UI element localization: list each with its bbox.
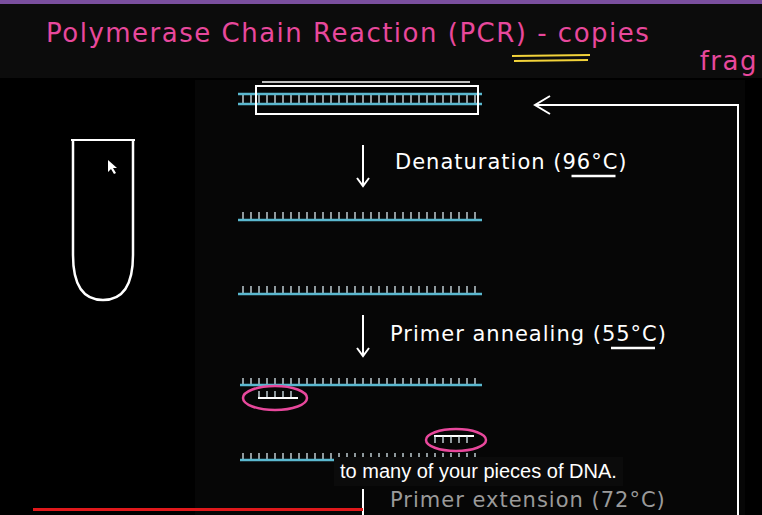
- pcr-underline: [514, 60, 588, 61]
- primer-circle: [243, 386, 307, 410]
- dna-strand: [238, 103, 482, 106]
- test-tube-rim: [71, 139, 135, 141]
- primer: [258, 397, 298, 399]
- step-label: Primer annealing (55°C): [390, 322, 667, 346]
- subtitle: to many of your pieces of DNA.: [334, 457, 623, 486]
- progress-bar: [33, 508, 363, 511]
- primer-rungs: [434, 436, 474, 443]
- step-arrow: [362, 315, 364, 355]
- canvas-panel: [195, 80, 745, 515]
- temp-underline: [611, 347, 655, 350]
- top-bar: [0, 0, 762, 4]
- primer-circle: [426, 429, 486, 451]
- header-ground: [0, 4, 762, 78]
- target-box: [256, 86, 478, 114]
- dna-rungs: [238, 94, 482, 104]
- dna-rungs: [238, 286, 482, 294]
- step-arrow: [362, 489, 364, 515]
- step-label: Primer extension (72°C): [390, 488, 666, 512]
- dna-strand: [238, 293, 482, 296]
- dna-rungs: [238, 212, 482, 220]
- title-text: Polymerase Chain Reaction (PCR) - copies: [46, 18, 650, 48]
- step-arrowhead: [357, 178, 369, 186]
- dna-strand: [238, 219, 482, 222]
- primer-rungs: [258, 391, 298, 398]
- step-label: Denaturation (96°C): [395, 150, 628, 174]
- cursor: [108, 160, 117, 174]
- pcr-underline: [512, 55, 590, 56]
- dna-strand: [238, 93, 482, 96]
- target-mark: [262, 81, 470, 83]
- dna-rungs: [240, 378, 482, 385]
- step-arrow: [362, 145, 364, 185]
- temp-underline: [572, 175, 616, 178]
- step-arrowhead: [357, 348, 369, 356]
- title-continuation: frag: [700, 46, 758, 76]
- test-tube: [73, 140, 133, 300]
